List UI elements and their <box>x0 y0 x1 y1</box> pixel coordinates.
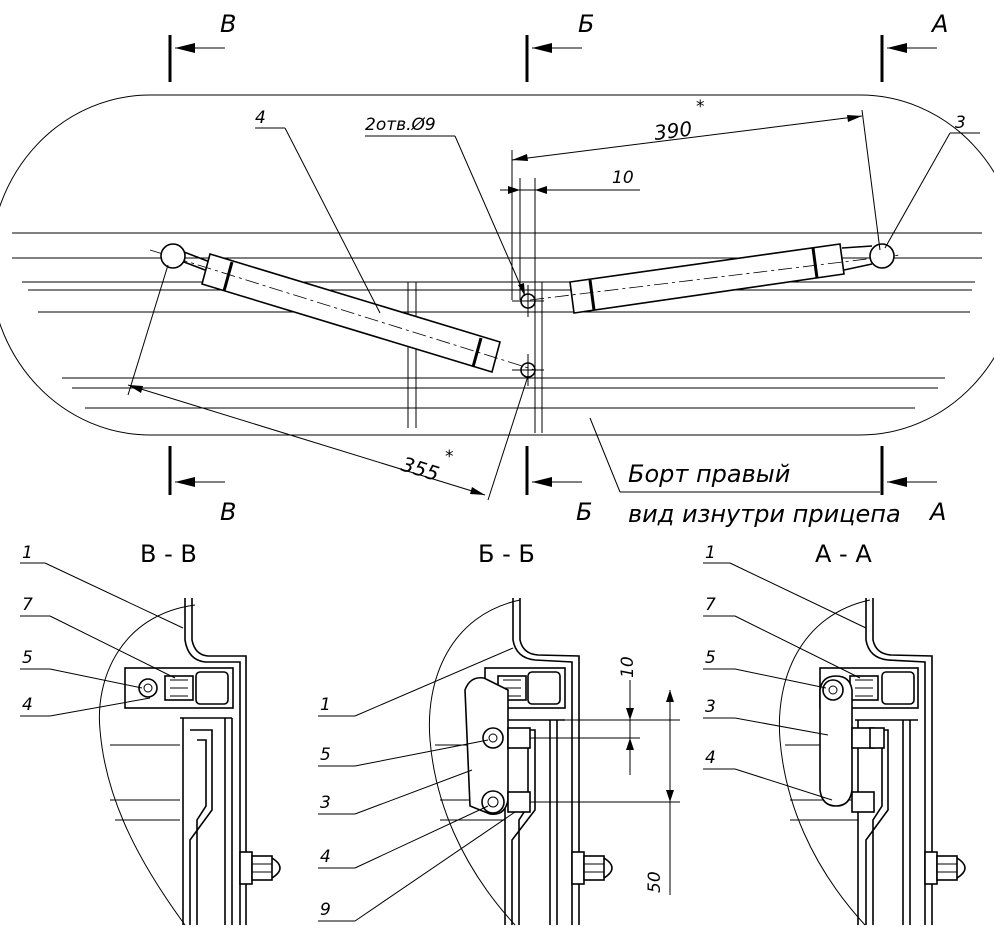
dimension-10-bb-label: 10 <box>618 656 638 678</box>
caption: Борт правый вид изнутри прицепа <box>589 417 901 528</box>
ball-joint-right <box>869 243 895 269</box>
gas-strut-left <box>149 243 536 374</box>
callout-bb-5: 5 <box>320 745 331 765</box>
callout-aa-1: 1 <box>705 543 716 563</box>
callout-vv-4: 4 <box>22 695 33 715</box>
holes-callout-label: 2отв.Ø9 <box>365 115 436 135</box>
callout-4-top-label: 4 <box>255 108 266 128</box>
callout-3-top-label: 3 <box>955 113 966 133</box>
callout-bb-4: 4 <box>320 847 331 867</box>
section-markers: В Б А В Б А <box>168 10 948 526</box>
dimension-10-top-label: 10 <box>612 168 634 188</box>
section-v-top: В <box>220 10 236 38</box>
dimension-355-star: * <box>445 447 454 467</box>
callout-4-top: 4 <box>255 108 381 314</box>
view-outline <box>0 94 994 436</box>
dimension-390-star: * <box>696 97 705 117</box>
main-view: 390 * 10 2отв.Ø9 4 3 <box>0 10 994 528</box>
title-section-bb: Б - Б <box>478 540 535 568</box>
holes-callout: 2отв.Ø9 <box>365 115 526 297</box>
gas-strut-right <box>529 243 901 314</box>
callout-bb-9: 9 <box>320 900 331 920</box>
section-b-bottom: Б <box>576 498 592 526</box>
callout-bb-3: 3 <box>320 793 331 813</box>
callout-vv-1: 1 <box>22 543 33 563</box>
center-post <box>407 282 543 433</box>
section-vv: 1 7 5 4 <box>20 543 281 926</box>
dimension-390-label: 390 <box>653 116 694 144</box>
callout-aa-5: 5 <box>705 648 716 668</box>
ball-joint-left <box>160 243 186 269</box>
dimension-10-top: 10 <box>500 168 640 300</box>
caption-line1: Борт правый <box>628 460 790 488</box>
title-section-vv: В - В <box>140 540 197 568</box>
section-v-bottom: В <box>220 498 236 526</box>
section-b-top: Б <box>578 10 594 38</box>
dimension-390: 390 * <box>511 97 881 300</box>
section-aa: 1 7 5 3 4 <box>703 543 966 926</box>
callout-aa-3: 3 <box>705 697 716 717</box>
callout-3-top: 3 <box>884 113 980 249</box>
callout-aa-4: 4 <box>705 748 716 768</box>
callout-vv-5: 5 <box>22 648 33 668</box>
dimension-50-label: 50 <box>645 871 665 893</box>
callout-vv-7: 7 <box>22 595 33 615</box>
section-a-bottom: А <box>928 498 946 526</box>
title-section-aa: А - А <box>815 540 872 568</box>
section-bb: 10 50 1 5 3 4 9 <box>318 598 680 926</box>
callout-aa-7: 7 <box>705 595 716 615</box>
caption-line2: вид изнутри прицепа <box>628 500 901 528</box>
callout-bb-1: 1 <box>320 695 331 715</box>
mounting-holes <box>512 285 544 386</box>
dimension-355-label: 355 <box>399 452 443 486</box>
section-a-top: А <box>930 10 948 38</box>
